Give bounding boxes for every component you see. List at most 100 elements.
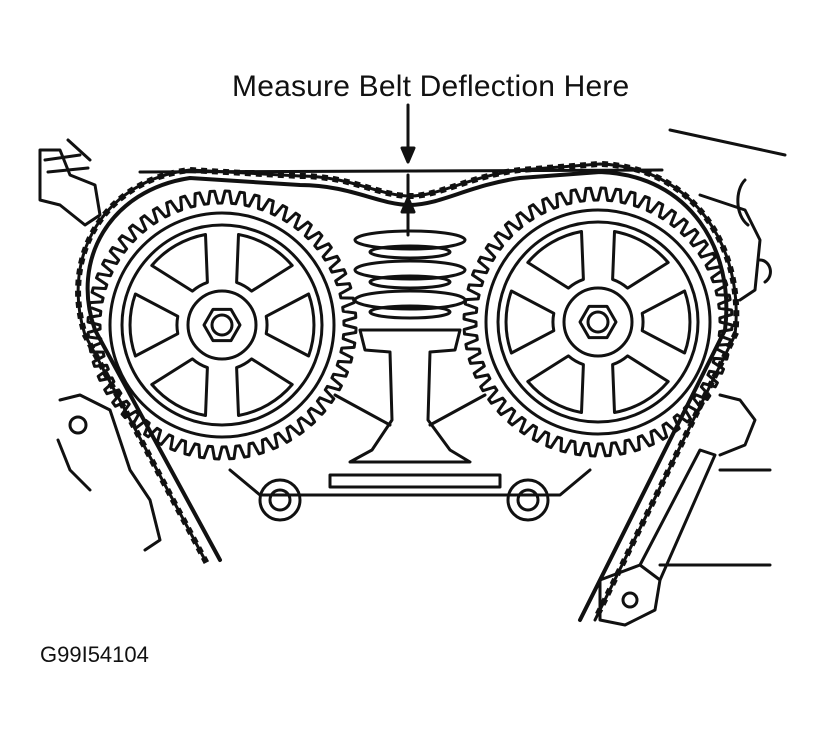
belt-tooth bbox=[332, 175, 340, 183]
belt-tooth bbox=[709, 225, 718, 234]
belt-tooth bbox=[84, 236, 93, 245]
figure-id-label: G99I54104 bbox=[40, 642, 149, 667]
belt-tooth bbox=[733, 310, 740, 317]
belt-tooth bbox=[672, 449, 681, 458]
valve-spring bbox=[353, 229, 467, 320]
belt-tooth bbox=[144, 449, 153, 458]
belt-tooth bbox=[439, 186, 447, 194]
belt-tooth bbox=[78, 257, 86, 265]
belt-tooth bbox=[102, 208, 111, 217]
belt-tooth bbox=[682, 429, 691, 438]
belt-tooth bbox=[579, 162, 587, 169]
belt-tooth bbox=[731, 287, 739, 295]
belt-tooth bbox=[396, 191, 404, 199]
belt-tooth bbox=[732, 299, 740, 306]
belt-tooth bbox=[568, 162, 576, 170]
belt-tooth bbox=[136, 181, 145, 190]
belt-tooth bbox=[169, 497, 178, 506]
sprocket-spoke-window bbox=[526, 230, 585, 290]
belt-tooth bbox=[146, 176, 155, 185]
belt-tooth bbox=[321, 174, 329, 182]
belt-tooth bbox=[418, 191, 426, 199]
sprocket-spoke-window bbox=[150, 233, 209, 293]
belt-tooth bbox=[460, 179, 468, 187]
belt-tooth bbox=[667, 459, 676, 468]
belt-tooth bbox=[557, 163, 565, 171]
belt-tooth bbox=[696, 207, 706, 216]
belt-tooth bbox=[719, 244, 728, 253]
belt-tooth bbox=[723, 255, 732, 263]
belt-tooth bbox=[730, 331, 739, 340]
belt-tooth bbox=[614, 568, 623, 577]
sprocket-spoke-window bbox=[235, 357, 294, 417]
belt-tooth bbox=[353, 180, 361, 189]
belt-tooth bbox=[133, 429, 142, 438]
belt-tooth bbox=[157, 172, 165, 181]
belt-tooth bbox=[277, 171, 285, 179]
belt-tooth bbox=[638, 518, 647, 527]
belt-tooth bbox=[658, 479, 667, 488]
belt-tooth bbox=[470, 176, 479, 184]
belt-tooth bbox=[612, 161, 620, 169]
sprocket-spoke-window bbox=[128, 292, 180, 358]
belt-tooth bbox=[164, 488, 173, 497]
sprocket-spoke-window bbox=[611, 354, 670, 414]
sprocket-teeth bbox=[462, 186, 734, 458]
belt-tooth bbox=[595, 607, 604, 616]
sprocket-hub bbox=[186, 289, 258, 361]
belt-tooth bbox=[653, 489, 662, 498]
belt-tooth bbox=[662, 469, 672, 478]
belt-tooth bbox=[80, 246, 89, 255]
belt-tooth bbox=[185, 526, 194, 535]
belt-tooth bbox=[428, 189, 436, 197]
belt-tooth bbox=[149, 458, 158, 467]
sprocket-rim bbox=[484, 208, 712, 436]
belt-tooth bbox=[195, 546, 204, 555]
callout-label: Measure Belt Deflection Here bbox=[232, 70, 630, 103]
belt-tooth bbox=[672, 184, 682, 194]
belt-tooth bbox=[624, 548, 633, 557]
belt-tooth bbox=[732, 321, 740, 328]
sprocket-teeth bbox=[86, 189, 358, 461]
belt-tooth bbox=[310, 173, 318, 180]
belt-tooth bbox=[385, 189, 393, 197]
belt-tooth bbox=[154, 468, 163, 477]
belt-tooth bbox=[689, 198, 698, 208]
belt-tooth bbox=[109, 200, 119, 209]
belt-tooth bbox=[190, 536, 199, 545]
sprocket-bolt bbox=[202, 307, 242, 343]
belt-tooth bbox=[681, 191, 690, 200]
belt-tooth bbox=[653, 173, 663, 182]
belt-tooth bbox=[619, 558, 628, 567]
belt-tooth bbox=[703, 215, 712, 225]
right-camshaft-sprocket bbox=[462, 186, 734, 458]
belt-tooth bbox=[89, 226, 98, 235]
belt-tooth bbox=[609, 577, 618, 586]
belt-tooth bbox=[342, 178, 351, 186]
belt-tooth bbox=[601, 161, 609, 168]
mounting-bosses bbox=[258, 478, 550, 522]
belt-tooth bbox=[95, 216, 104, 226]
sprocket-spoke-window bbox=[640, 289, 692, 355]
belt-tooth bbox=[78, 322, 87, 330]
belt-tooth bbox=[663, 178, 672, 188]
left-camshaft-sprocket bbox=[86, 189, 358, 461]
belt-tooth bbox=[76, 268, 84, 276]
belt-tooth bbox=[599, 597, 609, 606]
belt-tooth bbox=[727, 265, 735, 274]
belt-tooth bbox=[604, 587, 613, 596]
belt-tooth bbox=[629, 538, 638, 547]
belt-tooth bbox=[590, 161, 598, 168]
sprocket-spoke-window bbox=[611, 230, 670, 290]
belt-tooth bbox=[180, 517, 189, 526]
belt-tooth bbox=[200, 555, 210, 565]
belt-tooth bbox=[159, 478, 168, 487]
belt-tooth bbox=[117, 192, 127, 202]
belt-tooth bbox=[363, 183, 372, 192]
belt-tooth bbox=[75, 279, 82, 286]
belt-tooth bbox=[648, 498, 657, 508]
belt-tooth bbox=[299, 172, 306, 180]
belt-tooth bbox=[126, 186, 136, 195]
straight-edge-line bbox=[138, 168, 664, 174]
